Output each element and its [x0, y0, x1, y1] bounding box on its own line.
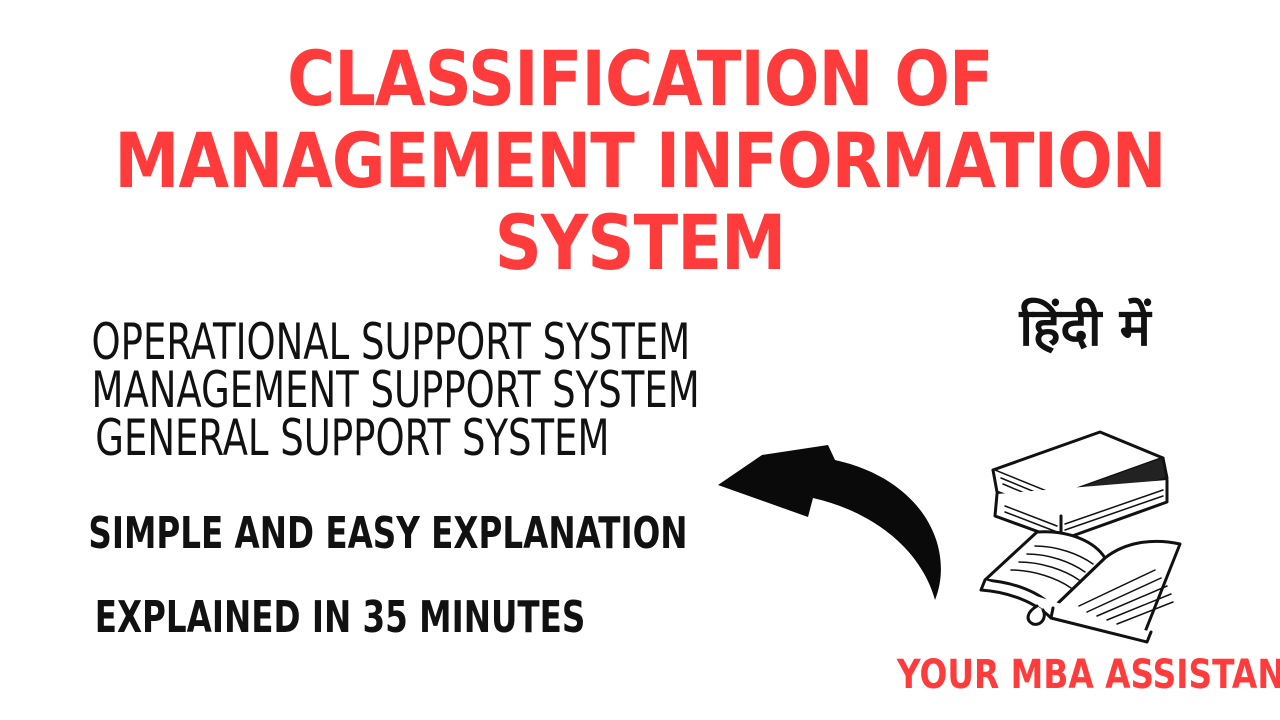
title-line-3: SYSTEM — [494, 198, 786, 287]
system-item: GENERAL SUPPORT SYSTEM — [95, 409, 610, 467]
tagline-primary: SIMPLE AND EASY EXPLANATION — [88, 508, 688, 559]
language-label: हिंदी में — [1019, 298, 1151, 358]
books-icon — [979, 430, 1182, 644]
title-line-2: MANAGEMENT INFORMATION — [114, 116, 1166, 205]
main-title: CLASSIFICATION OF MANAGEMENT INFORMATION… — [90, 38, 1191, 284]
title-line-1: CLASSIFICATION OF — [287, 34, 994, 123]
system-item: MANAGEMENT SUPPORT SYSTEM — [91, 361, 700, 419]
curved-arrow-left-icon — [718, 445, 941, 600]
brand-name: YOUR MBA ASSISTANT — [896, 652, 1280, 698]
systems-list: OPERATIONAL SUPPORT SYSTEM MANAGEMENT SU… — [91, 313, 700, 467]
system-item: OPERATIONAL SUPPORT SYSTEM — [91, 313, 691, 371]
tagline-secondary: EXPLAINED IN 35 MINUTES — [94, 592, 586, 643]
